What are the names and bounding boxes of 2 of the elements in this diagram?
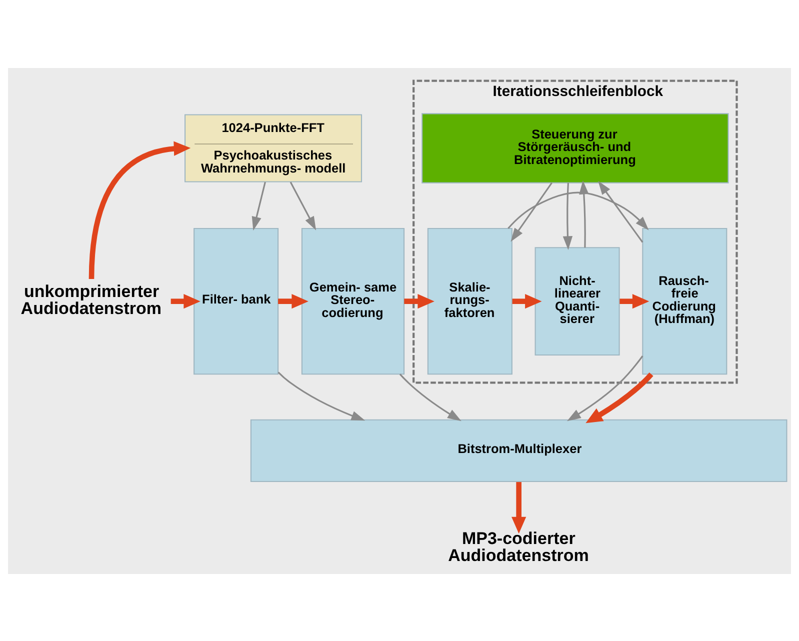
- node-text: MP3-codierter Audiodatenstrom: [448, 528, 589, 565]
- node-text: unkomprimierter Audiodatenstrom: [20, 281, 162, 318]
